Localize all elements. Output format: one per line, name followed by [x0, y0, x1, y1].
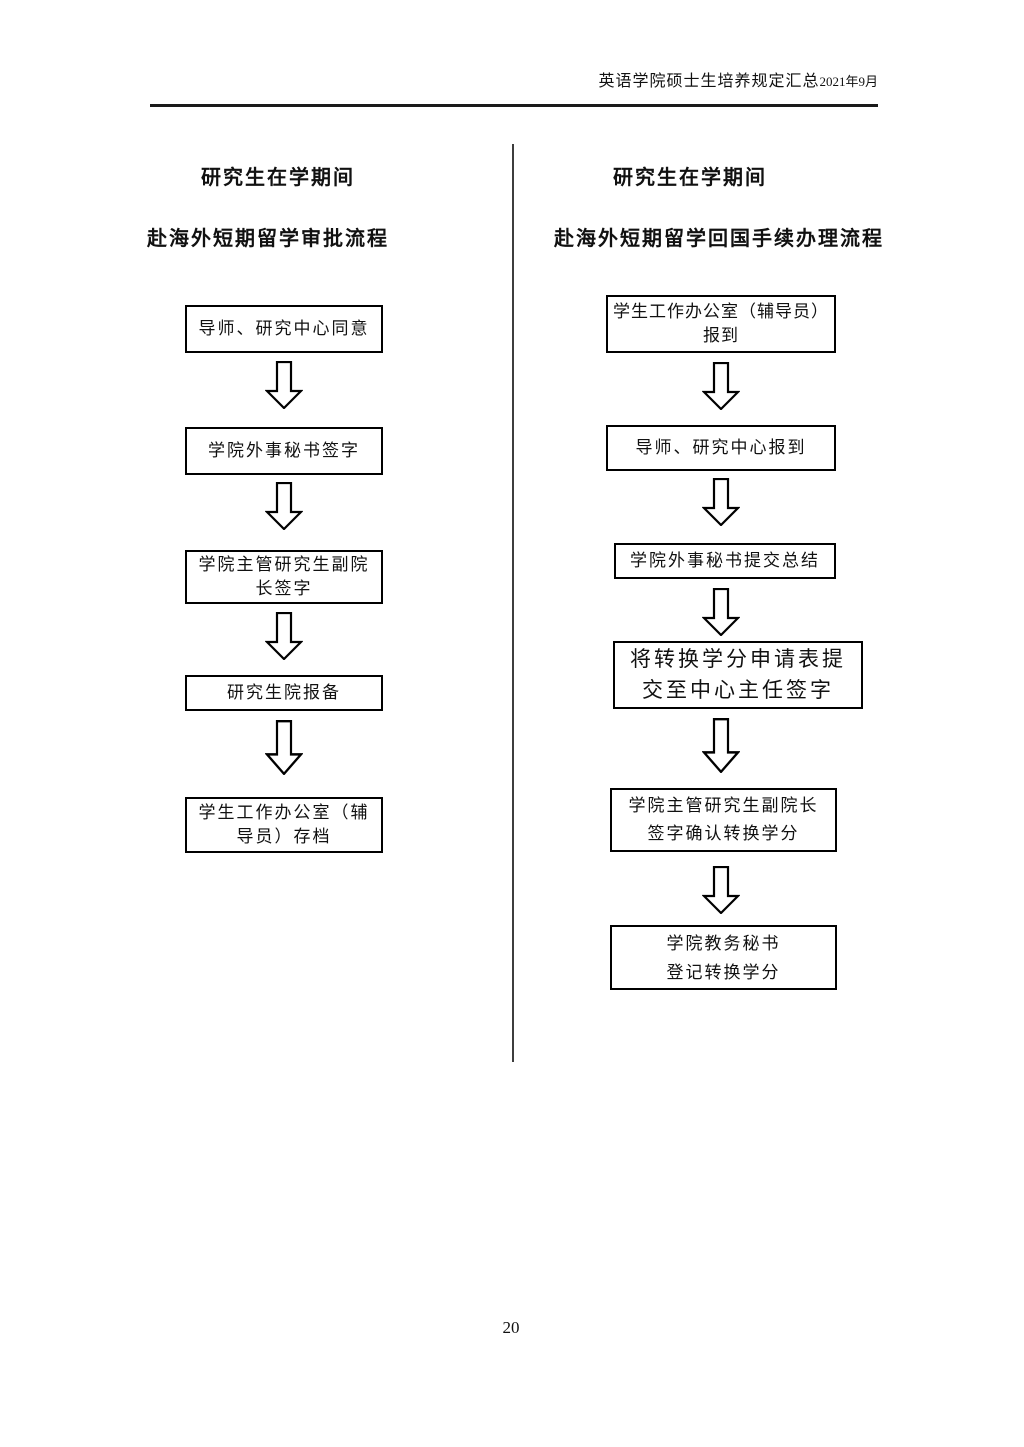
down-arrow-icon [702, 588, 740, 636]
step-text: 登记转换学分 [666, 962, 781, 982]
left-flow-title-line1: 研究生在学期间 [201, 167, 355, 189]
down-arrow-icon [702, 478, 740, 526]
left-flow-step-4: 研究生院报备 [185, 675, 383, 711]
step-text: 学院外事秘书签字 [208, 441, 360, 460]
step-text: 导师、研究中心同意 [198, 319, 370, 338]
down-arrow-icon [702, 718, 740, 773]
left-flow-step-5: 学生工作办公室（辅 导员）存档 [185, 797, 383, 853]
right-flow-step-5: 学院主管研究生副院长 签字确认转换学分 [610, 788, 837, 852]
step-text: 报到 [703, 326, 739, 345]
step-text: 导师、研究中心报到 [635, 438, 807, 457]
right-flow-step-3: 学院外事秘书提交总结 [614, 543, 836, 579]
down-arrow-icon [265, 482, 303, 530]
step-text: 长签字 [255, 579, 313, 598]
step-text: 将转换学分申请表提 [630, 647, 846, 671]
header-title: 英语学院硕士生培养规定汇总 [598, 73, 820, 90]
step-text: 学院外事秘书提交总结 [630, 551, 820, 570]
step-text: 导员）存档 [236, 827, 332, 846]
down-arrow-icon [265, 361, 303, 409]
step-text: 研究生院报备 [227, 683, 341, 702]
step-text: 学院主管研究生副院长 [628, 796, 819, 815]
header-divider-line [150, 104, 878, 107]
down-arrow-icon [702, 362, 740, 410]
right-flow-step-4: 将转换学分申请表提 交至中心主任签字 [613, 641, 863, 709]
page-number: 20 [502, 1318, 520, 1337]
down-arrow-icon [265, 612, 303, 660]
page-header: 英语学院硕士生培养规定汇总2021年9月 [478, 67, 878, 91]
step-text: 学院教务秘书 [666, 933, 781, 953]
right-flow-step-2: 导师、研究中心报到 [606, 425, 836, 471]
header-date: 2021年9月 [819, 74, 878, 89]
right-flow-step-1: 学生工作办公室（辅导员） 报到 [606, 295, 836, 353]
step-text: 学院主管研究生副院 [198, 555, 370, 574]
left-flow-step-3: 学院主管研究生副院 长签字 [185, 550, 383, 604]
down-arrow-icon [702, 866, 740, 914]
right-flow-title-line2: 赴海外短期留学回国手续办理流程 [554, 228, 884, 250]
right-flow-title-line1: 研究生在学期间 [613, 167, 767, 189]
column-divider-line [512, 144, 514, 1062]
left-flow-step-1: 导师、研究中心同意 [185, 305, 383, 353]
step-text: 交至中心主任签字 [642, 678, 834, 702]
left-flow-title-line2: 赴海外短期留学审批流程 [147, 228, 389, 250]
right-flow-step-6: 学院教务秘书 登记转换学分 [610, 925, 837, 990]
step-text: 签字确认转换学分 [647, 824, 800, 843]
step-text: 学生工作办公室（辅 [198, 803, 370, 822]
step-text: 学生工作办公室（辅导员） [613, 302, 829, 321]
left-flow-step-2: 学院外事秘书签字 [185, 427, 383, 475]
down-arrow-icon [265, 720, 303, 775]
